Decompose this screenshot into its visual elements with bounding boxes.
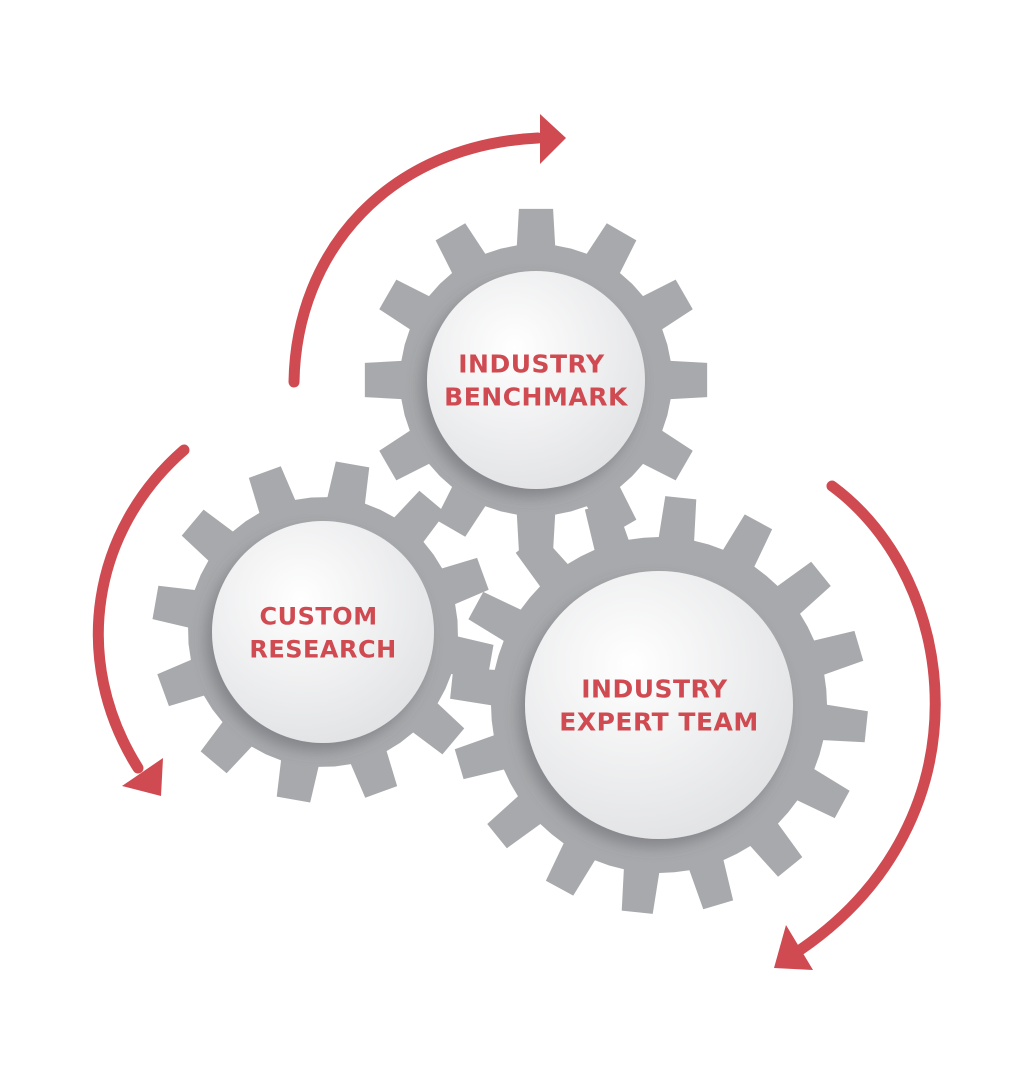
gear-expert-hub: [525, 571, 793, 839]
arrow-right-head: [774, 925, 813, 970]
gear-benchmark-label: INDUSTRY BENCHMARK: [444, 350, 629, 412]
gear-custom-research: CUSTOM RESEARCH: [152, 461, 494, 803]
gear-expert-label-line-1: INDUSTRY: [581, 675, 728, 704]
arrow-left-head: [122, 758, 163, 796]
gear-custom-label-line-1: CUSTOM: [260, 603, 378, 631]
gear-custom-label-line-2: RESEARCH: [249, 636, 396, 664]
gear-benchmark-label-line-2: BENCHMARK: [444, 383, 629, 412]
gear-benchmark-hub: [427, 271, 645, 489]
gear-industry-benchmark: INDUSTRY BENCHMARK: [364, 208, 708, 552]
gear-expert-label-line-2: EXPERT TEAM: [559, 708, 759, 737]
gear-benchmark-label-line-1: INDUSTRY: [458, 350, 605, 379]
arrow-top-head: [540, 114, 566, 164]
gear-industry-expert-team: INDUSTRY EXPERT TEAM: [450, 496, 868, 914]
arrow-top-arc: [288, 132, 544, 388]
gear-custom-label: CUSTOM RESEARCH: [249, 603, 396, 664]
cycle-arrows: [92, 114, 941, 970]
gear-expert-label: INDUSTRY EXPERT TEAM: [559, 675, 759, 737]
arrow-right-arc: [794, 480, 941, 956]
arrow-left-arc: [92, 444, 190, 774]
gear-custom-hub: [212, 521, 434, 743]
